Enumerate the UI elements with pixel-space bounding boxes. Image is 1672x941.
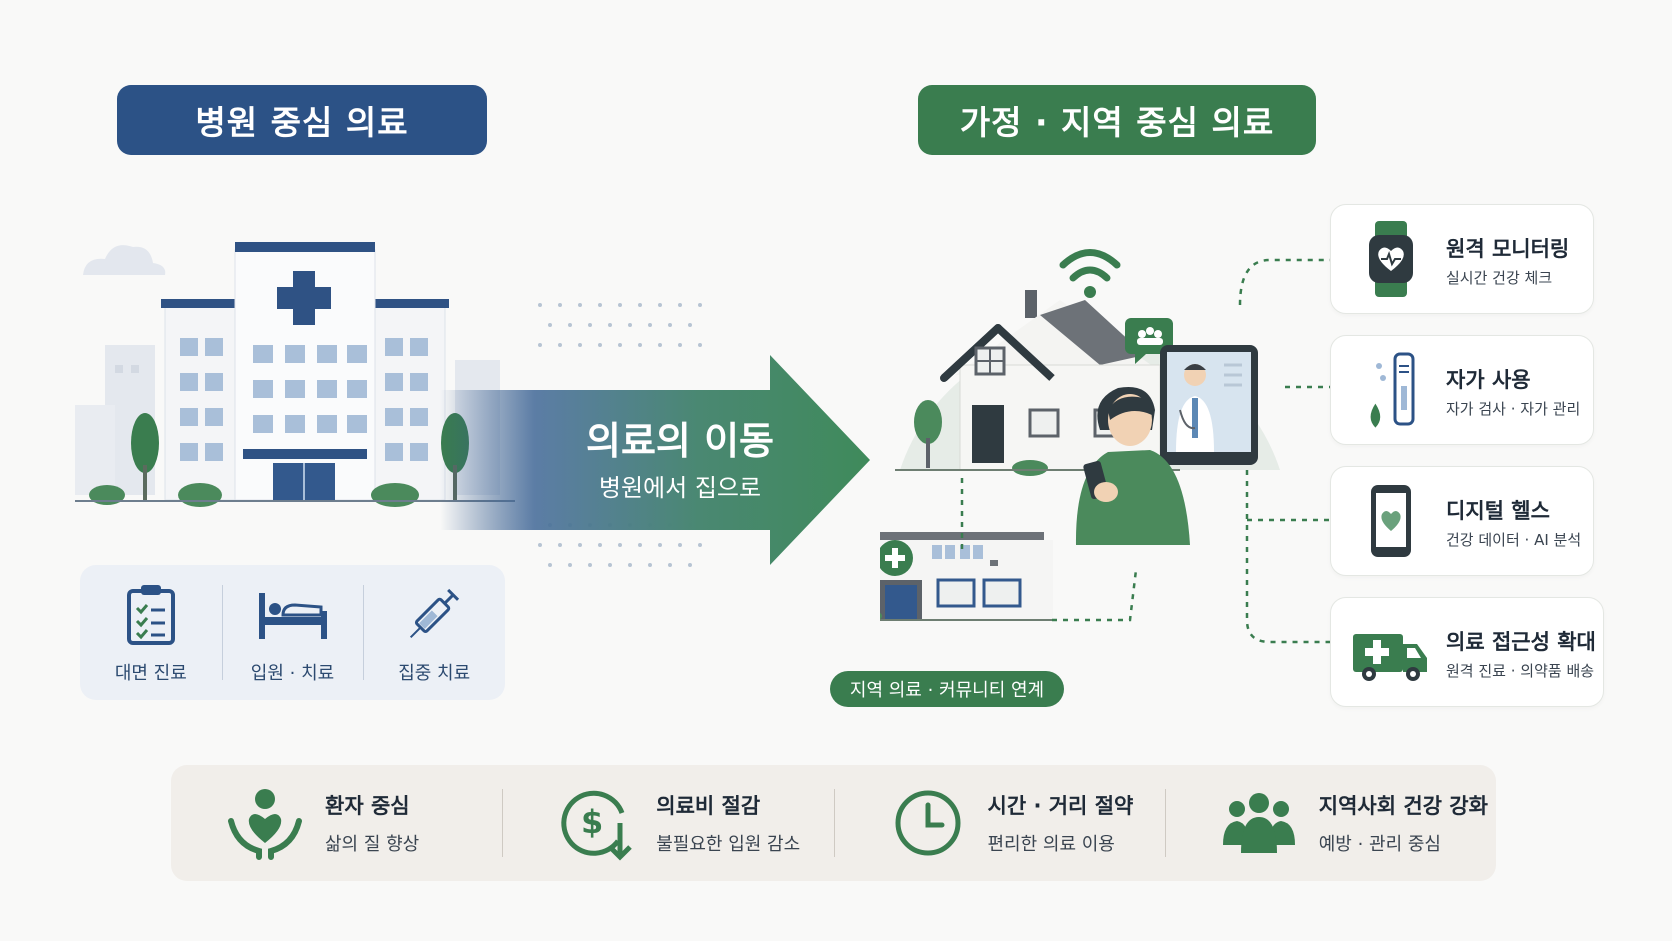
service-label: 대면 진료 bbox=[114, 663, 187, 684]
feature-subtitle: 자가 검사 · 자가 관리 bbox=[1446, 400, 1581, 418]
cost-down-icon: $ bbox=[561, 790, 633, 861]
service-label: 집중 치료 bbox=[398, 663, 471, 684]
benefit-title: 시간 · 거리 절약 bbox=[987, 794, 1134, 818]
wifi-icon bbox=[1059, 249, 1121, 282]
clipboard-icon bbox=[126, 585, 175, 645]
community-icon bbox=[1222, 793, 1295, 853]
chat-bubble-icon bbox=[1125, 318, 1173, 354]
feature-connectors bbox=[1238, 258, 1330, 644]
patient-care-icon bbox=[228, 789, 302, 860]
svg-text:$: $ bbox=[581, 803, 603, 841]
benefit-subtitle: 삶의 질 향상 bbox=[325, 834, 420, 855]
arrow-title: 의료의 이동 bbox=[585, 419, 775, 463]
smartwatch-icon bbox=[1369, 221, 1413, 297]
feature-title: 의료 접근성 확대 bbox=[1446, 630, 1596, 654]
service-item: 집중 치료 bbox=[363, 565, 505, 700]
smartphone-heart-icon bbox=[1371, 485, 1411, 557]
test-kit-icon bbox=[1370, 352, 1415, 428]
feature-subtitle: 건강 데이터 · AI 분석 bbox=[1446, 531, 1582, 549]
hospital-services-panel: 대면 진료 입원 · 치료 집중 치료 bbox=[80, 565, 505, 700]
feature-card-remote-monitoring: 원격 모니터링 실시간 건강 체크 bbox=[1330, 204, 1594, 314]
benefit-item: 지역사회 건강 강화 예방 · 관리 중심 bbox=[1164, 765, 1496, 881]
feature-card-digital-health: 디지털 헬스 건강 데이터 · AI 분석 bbox=[1330, 466, 1594, 576]
service-item: 대면 진료 bbox=[80, 565, 222, 700]
feature-title: 자가 사용 bbox=[1446, 368, 1531, 392]
cloud-icon bbox=[83, 245, 166, 275]
home-community-title: 가정 · 지역 중심 의료 bbox=[918, 85, 1316, 155]
benefit-subtitle: 편리한 의료 이용 bbox=[987, 834, 1115, 855]
feature-subtitle: 실시간 건강 체크 bbox=[1446, 269, 1553, 287]
home-scene-illustration bbox=[880, 249, 1280, 622]
benefit-item: $ 의료비 절감 불필요한 입원 감소 bbox=[502, 765, 833, 881]
benefit-subtitle: 예방 · 관리 중심 bbox=[1318, 834, 1441, 855]
transition-arrow bbox=[440, 303, 870, 567]
feature-card-self-use: 자가 사용 자가 검사 · 자가 관리 bbox=[1330, 335, 1594, 445]
community-link-label: 지역 의료 · 커뮤니티 연계 bbox=[830, 671, 1064, 707]
ambulance-icon bbox=[1353, 634, 1427, 681]
benefit-title: 지역사회 건강 강화 bbox=[1318, 794, 1488, 818]
hospital-centered-title: 병원 중심 의료 bbox=[117, 85, 487, 155]
feature-subtitle: 원격 진료 · 의약품 배송 bbox=[1446, 662, 1595, 680]
feature-card-access: 의료 접근성 확대 원격 진료 · 의약품 배송 bbox=[1330, 597, 1604, 707]
benefits-bar: 환자 중심 삶의 질 향상 $ 의료비 절감 불필요한 입원 감소 시간 · 거… bbox=[171, 765, 1496, 881]
feature-title: 디지털 헬스 bbox=[1446, 499, 1550, 523]
clock-icon bbox=[895, 790, 960, 856]
arrow-subtitle: 병원에서 집으로 bbox=[598, 474, 762, 502]
benefit-item: 시간 · 거리 절약 편리한 의료 이용 bbox=[833, 765, 1165, 881]
benefit-title: 환자 중심 bbox=[325, 794, 410, 818]
syringe-icon bbox=[410, 588, 460, 639]
service-label: 입원 · 치료 bbox=[250, 663, 335, 684]
hospital-illustration bbox=[75, 242, 515, 507]
hospital-bed-icon bbox=[258, 593, 327, 639]
benefit-title: 의료비 절감 bbox=[656, 794, 761, 818]
feature-title: 원격 모니터링 bbox=[1446, 237, 1570, 261]
benefit-item: 환자 중심 삶의 질 향상 bbox=[171, 765, 502, 881]
benefit-subtitle: 불필요한 입원 감소 bbox=[656, 834, 801, 855]
service-item: 입원 · 치료 bbox=[221, 565, 364, 700]
